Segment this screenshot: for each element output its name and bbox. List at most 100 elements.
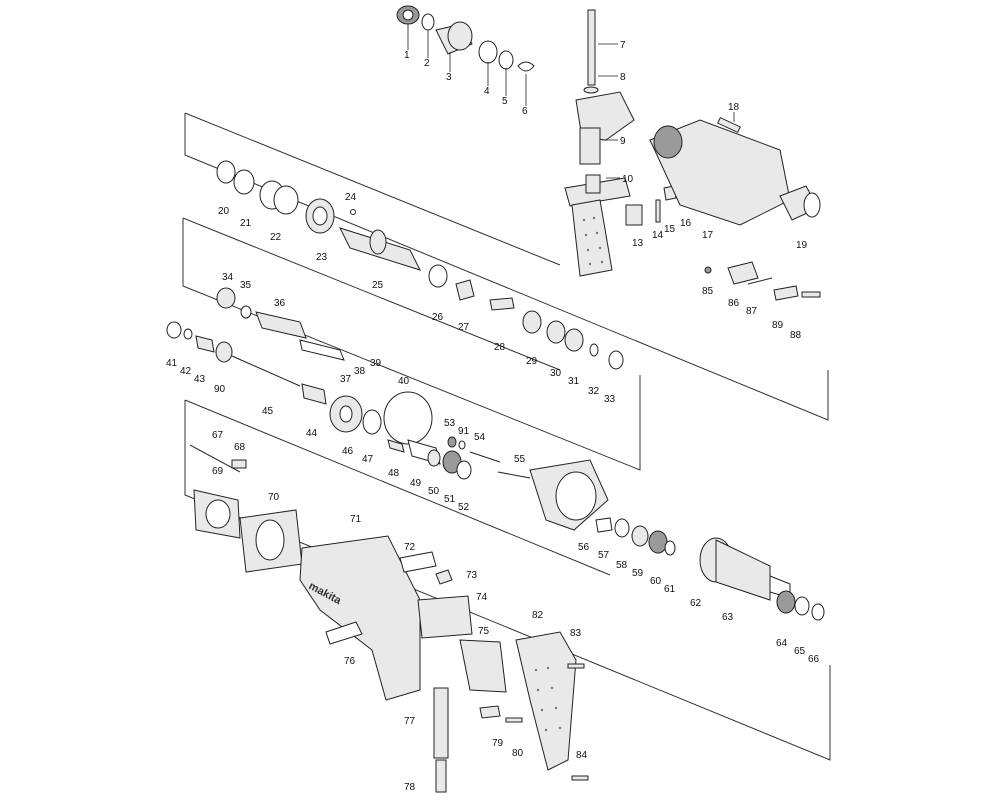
part-label-43: 43 [194,374,206,385]
part-label-36: 36 [274,298,286,309]
part-label-30: 30 [550,368,562,379]
part-label-62: 62 [690,598,702,609]
part-label-15: 15 [664,224,676,235]
part-label-72: 72 [404,542,416,553]
part-label-90: 90 [214,384,226,395]
part-label-24: 24 [345,192,357,203]
part-label-10: 10 [622,174,634,185]
piston-parts [166,287,433,445]
part-label-56: 56 [578,542,590,553]
part-label-61: 61 [664,584,676,595]
part-label-67: 67 [212,430,224,441]
front-cap-parts [396,5,535,72]
part-label-27: 27 [458,322,470,333]
part-label-74: 74 [476,592,488,603]
part-label-49: 49 [410,478,422,489]
part-label-9: 9 [620,136,626,147]
part-label-20: 20 [218,206,230,217]
part-label-75: 75 [478,626,490,637]
part-label-38: 38 [354,366,366,377]
part-label-2: 2 [424,58,430,69]
part-label-39: 39 [370,358,382,369]
part-label-6: 6 [522,106,528,117]
lever-parts [704,261,821,301]
part-label-35: 35 [240,280,252,291]
part-label-16: 16 [680,218,692,229]
part-label-53: 53 [444,418,456,429]
part-label-47: 47 [362,454,374,465]
part-label-68: 68 [234,442,246,453]
part-label-1: 1 [404,50,410,61]
part-label-86: 86 [728,298,740,309]
leader-lines [407,24,735,179]
part-label-84: 84 [576,750,588,761]
part-label-54: 54 [474,432,486,443]
part-label-51: 51 [444,494,456,505]
group-frames [182,112,831,761]
part-label-73: 73 [466,570,478,581]
motor-housing-parts: makita [189,444,523,793]
part-label-69: 69 [212,466,224,477]
part-label-18: 18 [728,102,740,113]
part-label-63: 63 [722,612,734,623]
part-label-78: 78 [404,782,416,793]
part-label-26: 26 [432,312,444,323]
handle-parts [515,631,589,781]
part-label-52: 52 [458,502,470,513]
part-label-3: 3 [446,72,452,83]
part-label-40: 40 [398,376,410,387]
part-number-labels: 1 2 3 4 5 6 7 8 9 10 13 14 15 16 17 18 1… [166,40,820,793]
part-label-31: 31 [568,376,580,387]
part-label-60: 60 [650,576,662,587]
part-label-19: 19 [796,240,808,251]
side-handle-parts [564,9,635,277]
spindle-parts [216,160,624,370]
part-label-55: 55 [514,454,526,465]
part-label-42: 42 [180,366,192,377]
part-label-71: 71 [350,514,362,525]
part-label-58: 58 [616,560,628,571]
part-label-29: 29 [526,356,538,367]
part-label-32: 32 [588,386,600,397]
part-label-37: 37 [340,374,352,385]
part-label-46: 46 [342,446,354,457]
part-label-88: 88 [790,330,802,341]
armature-parts [699,537,825,621]
part-label-77: 77 [404,716,416,727]
part-label-33: 33 [604,394,616,405]
part-label-7: 7 [620,40,626,51]
part-label-21: 21 [240,218,252,229]
part-label-45: 45 [262,406,274,417]
part-label-80: 80 [512,748,524,759]
part-label-34: 34 [222,272,234,283]
part-label-13: 13 [632,238,644,249]
part-label-64: 64 [776,638,788,649]
part-label-57: 57 [598,550,610,561]
part-label-22: 22 [270,232,282,243]
part-label-83: 83 [570,628,582,639]
gear-housing-parts [625,116,821,226]
part-label-65: 65 [794,646,806,657]
part-label-8: 8 [620,72,626,83]
part-label-70: 70 [268,492,280,503]
part-label-82: 82 [532,610,544,621]
part-label-23: 23 [316,252,328,263]
part-label-17: 17 [702,230,714,241]
part-label-87: 87 [746,306,758,317]
part-label-85: 85 [702,286,714,297]
part-label-48: 48 [388,468,400,479]
part-label-5: 5 [502,96,508,107]
part-label-79: 79 [492,738,504,749]
part-label-76: 76 [344,656,356,667]
part-label-25: 25 [372,280,384,291]
part-label-91: 91 [458,426,470,437]
part-label-14: 14 [652,230,664,241]
part-label-4: 4 [484,86,490,97]
part-label-41: 41 [166,358,178,369]
gear-bearing-parts [387,436,676,556]
part-label-28: 28 [494,342,506,353]
part-label-59: 59 [632,568,644,579]
part-label-66: 66 [808,654,820,665]
part-label-89: 89 [772,320,784,331]
